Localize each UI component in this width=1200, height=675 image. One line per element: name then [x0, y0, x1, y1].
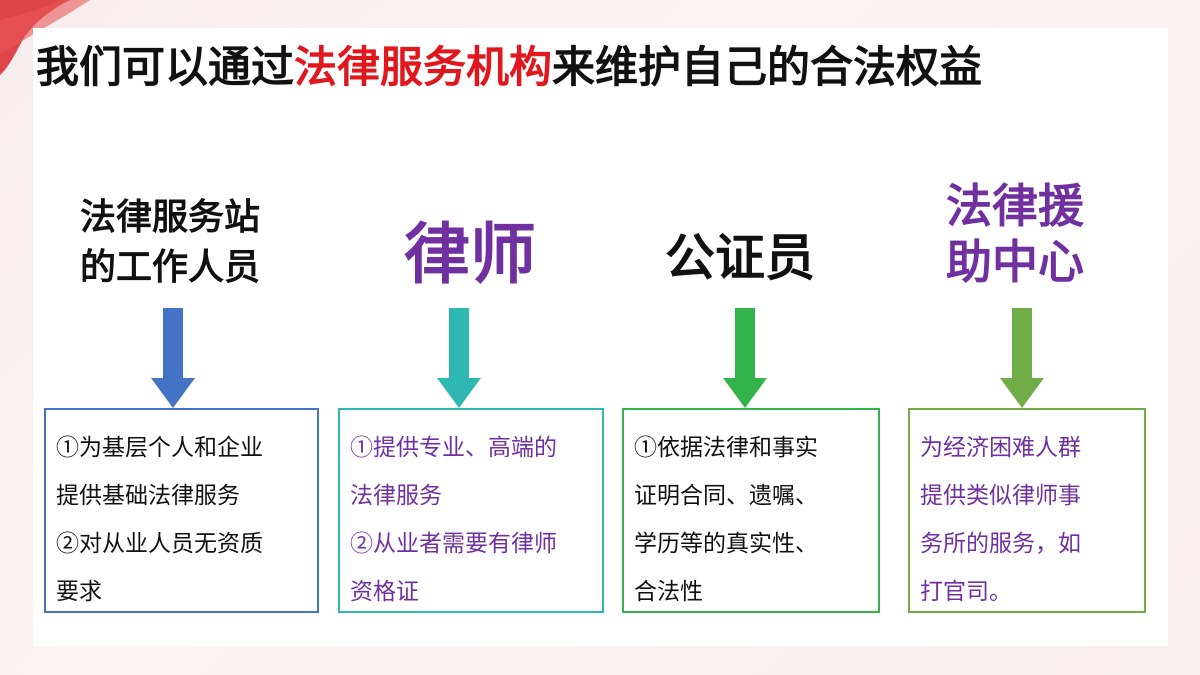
title-highlight: 法律服务机构 [294, 43, 552, 93]
description-line: ①为基层个人和企业 [56, 435, 263, 461]
description-line: 合法性 [634, 579, 703, 605]
description-line: 证明合同、遗嘱、 [634, 483, 818, 509]
arrow-down-icon [1000, 308, 1044, 408]
heading-line: 律师 [404, 216, 536, 293]
heading-line: 法律援 [946, 179, 1084, 233]
description-line: ②从业者需要有律师 [350, 531, 557, 557]
description-line: ①提供专业、高端的 [350, 435, 557, 461]
arrow-down-icon [437, 308, 481, 408]
title-prefix: 我们可以通过 [36, 43, 294, 93]
heading-legal-service-station: 法律服务站 的工作人员 [50, 193, 290, 293]
arrow-down-icon [723, 308, 767, 408]
heading-legal-aid-center: 法律援 助中心 [900, 178, 1130, 290]
heading-line: 公证员 [665, 229, 815, 287]
description-box-legal-service-station: ①为基层个人和企业 提供基础法律服务 ②对从业人员无资质 要求 [44, 408, 319, 613]
description-line: 务所的服务，如 [920, 531, 1081, 557]
description-line: 打官司。 [920, 579, 1012, 605]
description-box-lawyer: ①提供专业、高端的 法律服务 ②从业者需要有律师 资格证 [338, 408, 604, 613]
description-line: ①依据法律和事实 [634, 435, 818, 461]
description-box-notary: ①依据法律和事实 证明合同、遗嘱、 学历等的真实性、 合法性 [622, 408, 880, 613]
description-line: ②对从业人员无资质 [56, 531, 263, 557]
description-line: 要求 [56, 579, 102, 605]
heading-line: 法律服务站 [79, 197, 260, 238]
arrow-down-icon [151, 308, 195, 408]
title-suffix: 来维护自己的合法权益 [552, 43, 982, 93]
description-line: 学历等的真实性、 [634, 531, 818, 557]
description-box-legal-aid-center: 为经济困难人群 提供类似律师事 务所的服务，如 打官司。 [908, 408, 1146, 613]
slide-title: 我们可以通过法律服务机构来维护自己的合法权益 [36, 38, 1166, 98]
heading-lawyer: 律师 [360, 210, 580, 300]
description-line: 提供基础法律服务 [56, 483, 240, 509]
description-line: 为经济困难人群 [920, 435, 1081, 461]
description-line: 提供类似律师事 [920, 483, 1081, 509]
description-line: 法律服务 [350, 483, 442, 509]
heading-notary: 公证员 [620, 225, 860, 291]
heading-line: 的工作人员 [79, 247, 260, 288]
description-line: 资格证 [350, 579, 419, 605]
heading-line: 助中心 [946, 235, 1084, 289]
